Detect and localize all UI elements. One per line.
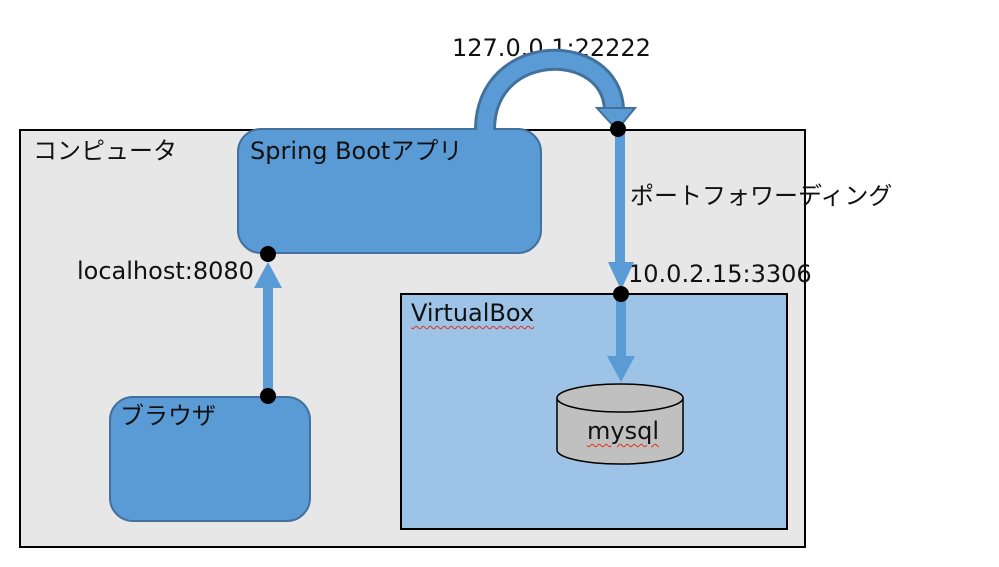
port-forwarding-arrow-shaft [615, 130, 625, 263]
spring-boot-app-box [237, 128, 542, 254]
mysql-arrowhead [607, 356, 635, 382]
mysql-cylinder-body [556, 397, 684, 465]
curved-forward-arrowhead [594, 107, 638, 132]
browser-label: ブラウザ [120, 402, 216, 430]
spring-boot-app-label: Spring Bootアプリ [250, 137, 463, 165]
guest-address-label: 10.0.2.15:3306 [628, 260, 812, 288]
loopback-port-dot [610, 121, 626, 137]
mysql-cylinder-top [556, 383, 684, 413]
virtualbox-label: VirtualBox [411, 299, 535, 327]
mysql-arrow-shaft [616, 295, 626, 357]
browser-box [109, 396, 311, 522]
browser-port-dot [260, 388, 276, 404]
guest-port-dot [613, 286, 629, 302]
browser-arrowhead [254, 262, 282, 288]
computer-label: コンピュータ [33, 137, 177, 165]
port-forwarding-arrowhead [608, 262, 634, 290]
localhost-port-label: localhost:8080 [77, 257, 254, 285]
port-forwarding-label: ポートフォワーディング [630, 182, 893, 210]
curved-forward-arrow-inner [477, 51, 622, 131]
browser-arrow-shaft [263, 286, 273, 396]
mysql-label: mysql [587, 417, 659, 445]
localhost-port-dot [260, 246, 276, 262]
